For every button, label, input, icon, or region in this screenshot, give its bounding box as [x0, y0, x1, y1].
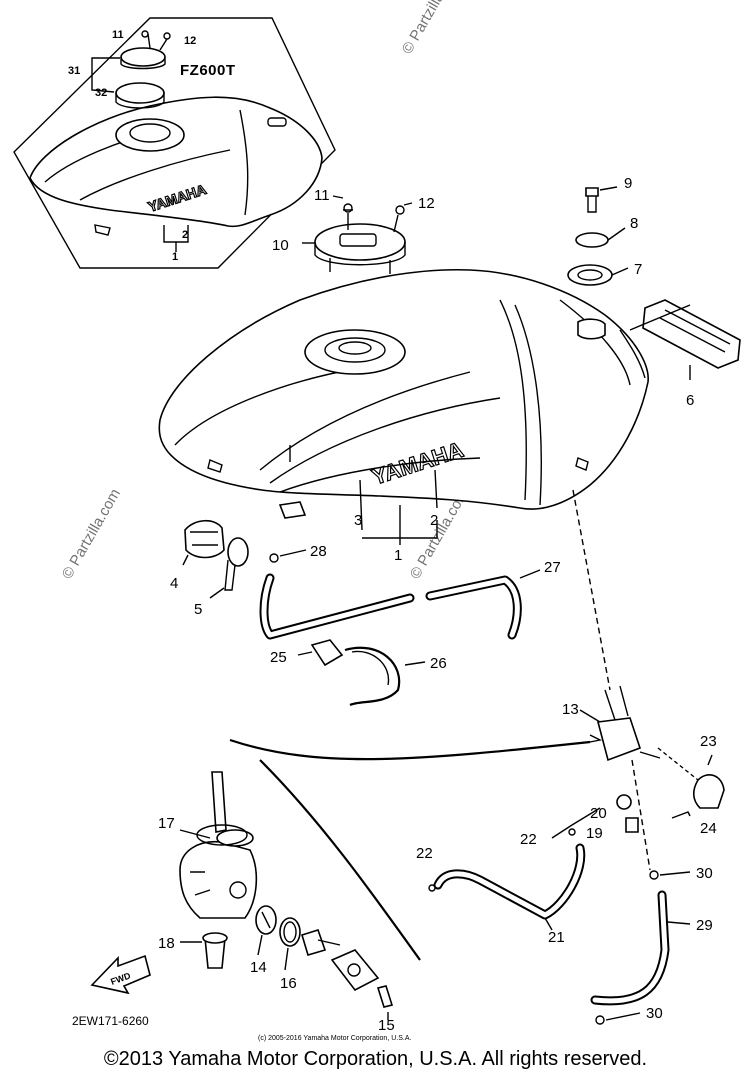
callout-3: 3 [354, 512, 362, 529]
fuel-hose-21 [428, 843, 586, 931]
callout-30-lower: 30 [646, 1005, 663, 1022]
inset-callout-31: 31 [68, 65, 80, 77]
fuel-cock [551, 489, 725, 871]
mount-hardware [567, 186, 629, 286]
callout-30-upper: 30 [696, 865, 713, 882]
callout-2: 2 [430, 512, 438, 529]
breather-hose [259, 549, 541, 640]
callout-27: 27 [544, 559, 561, 576]
callout-15: 15 [378, 1017, 395, 1034]
callout-24: 24 [700, 820, 717, 837]
callout-18: 18 [158, 935, 175, 952]
inset-callout-1: 1 [172, 251, 178, 263]
inset-model-label: FZ600T [180, 62, 236, 79]
callout-23: 23 [700, 733, 717, 750]
callout-26: 26 [430, 655, 447, 672]
callout-17: 17 [158, 815, 175, 832]
callout-9: 9 [624, 175, 632, 192]
callout-25: 25 [270, 649, 287, 666]
callout-5: 5 [194, 601, 202, 618]
callout-6: 6 [686, 392, 694, 409]
watermark-top: © Partzilla.com [399, 0, 464, 57]
inset-callout-32: 32 [95, 87, 107, 99]
fuel-cock-detail [179, 734, 603, 1020]
clip-band [297, 639, 426, 707]
small-copyright: (c) 2005-2016 Yamaha Motor Corporation, … [258, 1035, 411, 1042]
watermark-left: © Partzilla.com [59, 486, 124, 582]
filler-cap [302, 195, 413, 274]
callout-20: 20 [590, 805, 607, 822]
callout-7: 7 [634, 261, 642, 278]
callout-10: 10 [272, 237, 289, 254]
callout-14: 14 [250, 959, 267, 976]
inset-callout-11: 11 [112, 29, 124, 41]
callout-19: 19 [586, 825, 603, 842]
callout-16: 16 [280, 975, 297, 992]
parts-4-5 [182, 519, 249, 599]
footer-copyright: ©2013 Yamaha Motor Corporation, U.S.A. A… [103, 1048, 648, 1070]
part-code: 2EW171-6260 [72, 1014, 149, 1028]
callout-13: 13 [562, 701, 579, 718]
callout-22-right: 22 [520, 831, 537, 848]
fwd-arrow: FWD [90, 954, 151, 995]
callout-1: 1 [394, 547, 402, 564]
callout-4: 4 [170, 575, 178, 592]
callout-21: 21 [548, 929, 565, 946]
callout-8: 8 [630, 215, 638, 232]
callout-22-left: 22 [416, 845, 433, 862]
fuel-tank: YAMAHA [158, 268, 649, 545]
callout-12: 12 [418, 195, 435, 212]
callout-29: 29 [696, 917, 713, 934]
inset-callout-12: 12 [184, 35, 196, 47]
bracket-6 [629, 299, 741, 380]
fuel-hose-29 [590, 870, 691, 1025]
callout-11: 11 [314, 187, 330, 204]
callout-28: 28 [310, 543, 327, 560]
inset-callout-2: 2 [182, 229, 188, 241]
inset-fz600t: YAMAHA 11 12 31 32 2 1 FZ600T [13, 17, 336, 269]
